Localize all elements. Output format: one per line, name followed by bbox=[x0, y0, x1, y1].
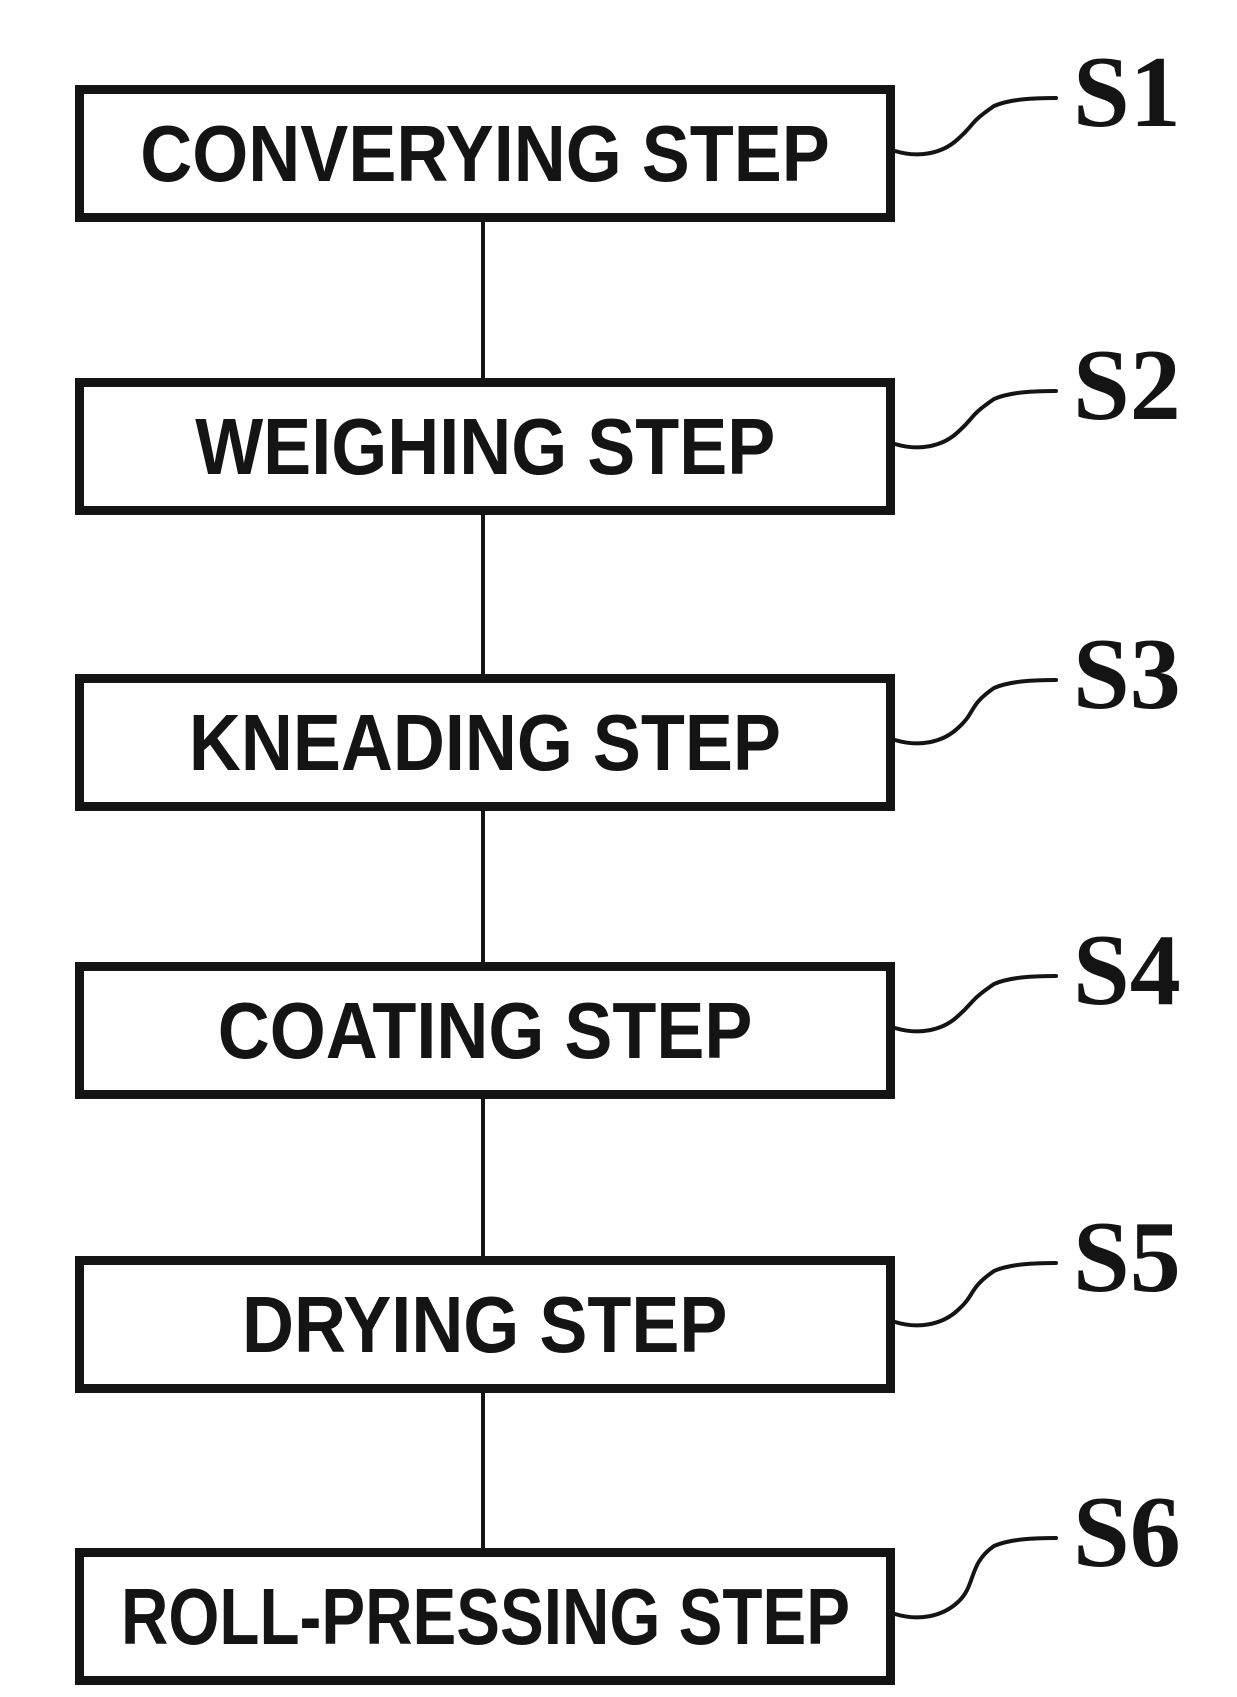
step-ref-s1: S1 bbox=[1073, 36, 1181, 149]
leader-line bbox=[893, 1536, 1058, 1620]
step-label: KNEADING STEP bbox=[188, 697, 782, 787]
step-label: ROLL-PRESSING STEP bbox=[120, 1571, 850, 1661]
step-label: CONVERYING STEP bbox=[140, 108, 830, 198]
step-box-kneading: KNEADING STEP bbox=[75, 674, 895, 811]
leader-line bbox=[893, 389, 1058, 450]
step-box-weighing: WEIGHING STEP bbox=[75, 378, 895, 515]
step-label: DRYING STEP bbox=[242, 1279, 728, 1369]
step-label: COATING STEP bbox=[217, 985, 753, 1075]
leader-line bbox=[893, 1261, 1058, 1328]
step-ref-s2: S2 bbox=[1073, 329, 1181, 442]
step-box-drying: DRYING STEP bbox=[75, 1256, 895, 1393]
step-label: WEIGHING STEP bbox=[194, 401, 776, 491]
step-ref-s5: S5 bbox=[1073, 1201, 1181, 1314]
step-box-converying: CONVERYING STEP bbox=[75, 85, 895, 222]
step-ref-s4: S4 bbox=[1073, 914, 1181, 1027]
leader-line bbox=[893, 96, 1058, 157]
step-box-roll-pressing: ROLL-PRESSING STEP bbox=[75, 1548, 895, 1685]
step-box-coating: COATING STEP bbox=[75, 962, 895, 1099]
leader-line bbox=[893, 974, 1058, 1034]
step-ref-s6: S6 bbox=[1073, 1476, 1181, 1589]
step-ref-s3: S3 bbox=[1073, 618, 1181, 731]
leader-line bbox=[893, 678, 1058, 746]
